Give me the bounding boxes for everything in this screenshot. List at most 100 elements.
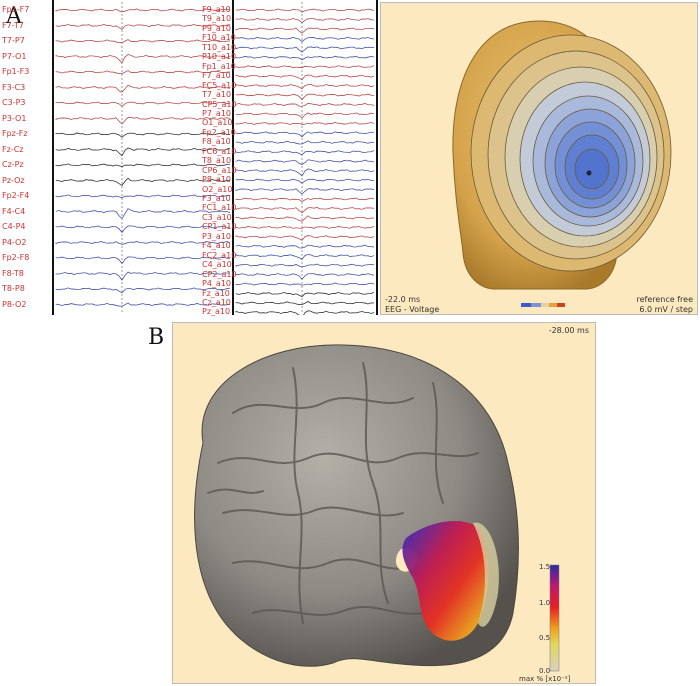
eeg-trace [55, 163, 231, 168]
channel-label: P3-O1 [2, 113, 27, 123]
eeg-trace [55, 241, 231, 245]
eeg-trace [235, 197, 375, 202]
channel-label: O2_a10 [202, 184, 233, 194]
eeg-trace [55, 208, 231, 220]
channel-label: CP1_a10 [202, 222, 237, 232]
channel-label: T7_a10 [202, 90, 232, 100]
eeg-trace [235, 140, 375, 145]
eeg-trace [55, 39, 231, 44]
channel-label: Fz_a10 [202, 288, 230, 298]
channel-label: Fp1-F3 [2, 67, 30, 76]
eeg-trace [55, 8, 231, 13]
channel-label: P7-O1 [2, 51, 27, 61]
channel-label: Pz_a10 [202, 307, 231, 317]
channel-label: FC2_a10 [202, 250, 237, 260]
topomap-time-label: -22.0 ms [385, 295, 421, 304]
eeg-trace [235, 131, 375, 138]
channel-label: P10_a10 [202, 52, 237, 62]
voltage-topomap: -22.0 ms EEG - Voltage reference free 6.… [380, 2, 698, 315]
eeg-trace [235, 291, 375, 298]
eeg-traces-1 [55, 2, 231, 313]
brain-time-label: -28.00 ms [548, 326, 589, 335]
channel-label: F3_a10 [202, 194, 231, 203]
channel-label: T8-P8 [2, 284, 25, 293]
channel-label: CP6_a10 [202, 165, 237, 175]
eeg-trace [55, 256, 231, 265]
eeg-trace [235, 93, 375, 101]
panel-a-letter: A [6, 4, 22, 29]
channel-label: T9_a10 [202, 14, 232, 24]
channel-label: P8_a10 [202, 175, 231, 185]
channel-label: P7_a10 [202, 108, 231, 118]
eeg-trace [55, 287, 231, 294]
eeg-trace [235, 27, 375, 34]
eeg-trace [235, 254, 375, 260]
channel-label: Fp2-F4 [2, 191, 30, 200]
channel-label: Fp2-F8 [2, 253, 30, 262]
channel-label: T8_a10 [202, 156, 232, 166]
channel-label: FC5_a10 [202, 80, 237, 90]
eeg-trace [235, 215, 375, 222]
channel-label: Fp2_a10 [202, 127, 236, 137]
temporal-highlight [473, 522, 499, 627]
eeg-trace [235, 65, 375, 69]
channel-label: T7-P7 [2, 36, 25, 45]
eeg-trace [235, 301, 375, 306]
channel-label: C4_a10 [202, 260, 232, 270]
eeg-trace [235, 84, 375, 90]
channel-label: P4-O2 [2, 237, 27, 247]
colorbar-tick-max: 1.5 [539, 563, 551, 571]
channel-label: P9_a10 [202, 23, 231, 33]
eeg-trace [235, 121, 375, 125]
channel-label: FC6_a10 [202, 146, 237, 156]
channel-label: P4_a10 [202, 279, 231, 289]
eeg-trace [55, 302, 231, 307]
eeg-trace [55, 101, 231, 107]
channel-label: Fpz-Fz [2, 129, 28, 138]
eeg-trace [235, 178, 375, 184]
colorbar-gradient [549, 564, 560, 672]
channel-label: O1_a10 [202, 118, 233, 128]
cortex-sulci [207, 362, 479, 624]
channel-label: F4_a10 [202, 241, 231, 251]
channel-label: CP2_a10 [202, 269, 237, 279]
channel-label: F8_a10 [202, 137, 231, 147]
source-activation-region [402, 520, 489, 641]
panel-b-letter: B [148, 325, 165, 350]
eeg-traces-2 [235, 2, 375, 315]
channel-label: F4-C4 [2, 206, 26, 216]
eeg-trace [55, 147, 231, 157]
eeg-trace [55, 177, 231, 186]
brain-source-panel: -28.00 ms [172, 322, 596, 684]
eeg-trace [235, 225, 375, 229]
eeg-trace [235, 263, 375, 268]
channel-label: F8-T8 [2, 268, 24, 278]
topomap-modality-label: EEG - Voltage [385, 305, 440, 314]
channel-label: F7_a10 [202, 71, 231, 81]
eeg-axis-line [232, 0, 234, 315]
channel-label: F7-T7 [2, 20, 24, 30]
voltage-contours [470, 34, 672, 272]
channel-label: Cz_a10 [202, 297, 231, 307]
channel-label: F9_a10 [202, 5, 231, 14]
channel-label: C3-P3 [2, 98, 26, 107]
eeg-trace [235, 310, 375, 315]
colorbar-unit: max % [x10⁻²] [519, 675, 571, 683]
eeg-trace [235, 8, 375, 13]
topomap-step-label: 6.0 mV / step [639, 305, 693, 314]
channel-label: P8-O2 [2, 299, 27, 309]
eeg-trace [235, 55, 375, 61]
channel-label: Fp1-F7 [2, 5, 30, 14]
channel-label: F10_a10 [202, 33, 236, 43]
eeg-trace [235, 46, 375, 53]
topomap-reference-label: reference free [636, 295, 693, 304]
head-voltage-map [452, 20, 672, 307]
eeg-trace [235, 207, 375, 214]
eeg-trace [55, 132, 231, 138]
eeg-trace [55, 84, 231, 93]
colorbar-tick-zero: 0.0 [539, 667, 551, 675]
eeg-trace [55, 194, 231, 199]
channel-label: C3_a10 [202, 212, 232, 222]
eeg-trace [55, 225, 231, 234]
